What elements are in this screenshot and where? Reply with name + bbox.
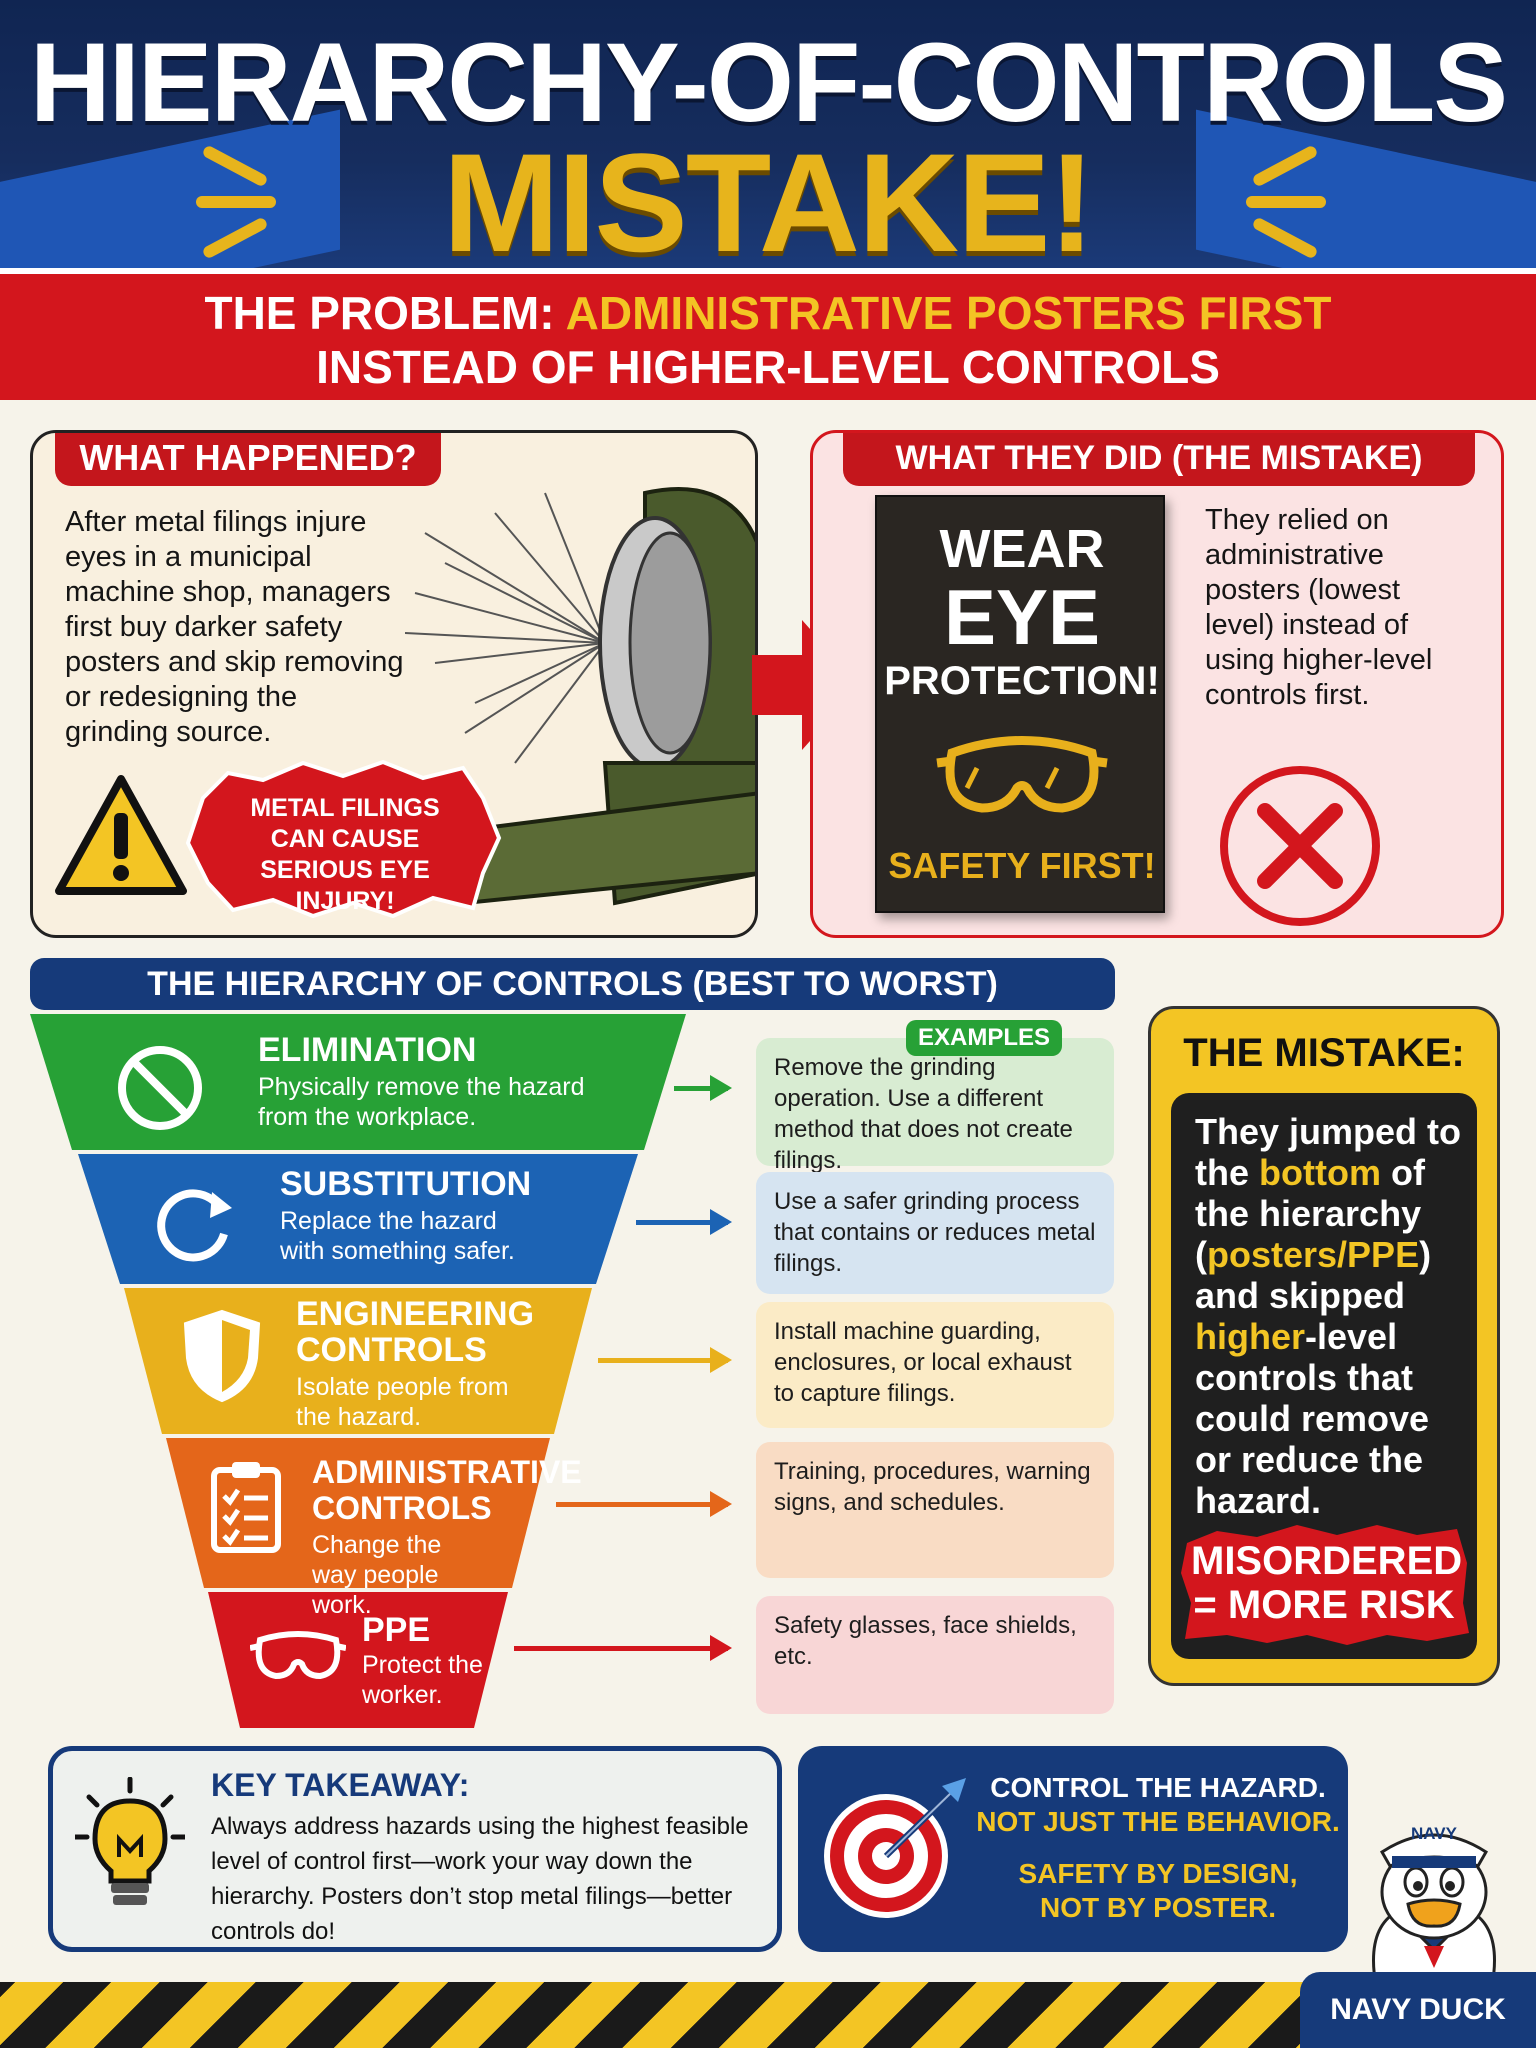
- safety-by-design-panel: CONTROL THE HAZARD. NOT JUST THE BEHAVIO…: [798, 1746, 1348, 1952]
- tier-name: ENGINEERING CONTROLS: [296, 1295, 535, 1369]
- goggles-icon: [936, 736, 1108, 813]
- arrow-engineering: [598, 1347, 732, 1373]
- goggles-icon: [250, 1631, 346, 1680]
- burst-line: [1246, 196, 1326, 208]
- tier-elimination-band: [30, 1014, 686, 1150]
- bench-grinder-icon: [405, 487, 755, 906]
- navy-duck-mascot: [1372, 1833, 1496, 1988]
- what-happened-panel: WHAT HAPPENED? After metal filings injur…: [30, 430, 758, 938]
- example-ppe: Safety glasses, face shields, etc.: [756, 1596, 1114, 1714]
- what-they-did-panel: WHAT THEY DID (THE MISTAKE) WEAR EYE PRO…: [810, 430, 1504, 938]
- mistake-highlight: higher: [1195, 1316, 1306, 1357]
- problem-prefix: THE PROBLEM:: [204, 287, 555, 339]
- what-they-did-body: They relied on administrative posters (l…: [1205, 504, 1433, 711]
- tier-desc: Protect the worker.: [362, 1651, 483, 1709]
- design-line2: NOT JUST THE BEHAVIOR.: [976, 1806, 1340, 1837]
- mistake-highlight: posters/PPE: [1207, 1234, 1420, 1275]
- tier-desc: Physically remove the hazard from the wo…: [258, 1073, 585, 1131]
- tier-desc: Change the way people work.: [312, 1531, 442, 1619]
- example-elimination: Remove the grinding operation. Use a dif…: [756, 1038, 1114, 1174]
- problem-line2: INSTEAD OF HIGHER-LEVEL CONTROLS: [316, 341, 1220, 393]
- lightbulb-icon: [75, 1777, 185, 1905]
- mistake-text: of the hierarchy (: [1195, 1152, 1425, 1275]
- mistake-card-inner: They jumped to the bottom of the hierarc…: [1171, 1093, 1477, 1659]
- red-x-icon: [1220, 766, 1380, 926]
- arrow-elimination: [674, 1075, 732, 1101]
- tier-desc: Replace the hazard with something safer.: [280, 1207, 515, 1265]
- tier-ppe-band: [208, 1592, 508, 1728]
- misordered-burst-shape: [1181, 1525, 1469, 1645]
- tier-name: ADMINISTRATIVE CONTROLS: [312, 1454, 582, 1526]
- header-banner: HIERARCHY-OF-CONTROLS MISTAKE!: [0, 0, 1536, 268]
- tier-substitution: SUBSTITUTION Replace the hazard with som…: [280, 1166, 580, 1266]
- warning-burst-shape: [185, 759, 502, 918]
- what-happened-body: After metal filings injure eyes in a mun…: [65, 506, 404, 748]
- mistake-card-title: THE MISTAKE:: [1183, 1031, 1465, 1075]
- hierarchy-title: THE HIERARCHY OF CONTROLS (BEST TO WORST…: [30, 958, 1115, 1010]
- warning-burst-text: METAL FILINGS CAN CAUSE SERIOUS EYE INJU…: [250, 794, 440, 915]
- mistake-highlight: bottom: [1259, 1152, 1381, 1193]
- design-line1: CONTROL THE HAZARD.: [990, 1772, 1326, 1803]
- mistake-text: They jumped to the: [1195, 1111, 1462, 1193]
- mascot-cap-text: NAVY: [1411, 1824, 1457, 1843]
- poster-line1: WEAR: [939, 519, 1105, 579]
- swap-cycle-icon: [157, 1189, 232, 1262]
- target-arrow-icon: [824, 1778, 966, 1918]
- design-line4: NOT BY POSTER.: [1040, 1892, 1276, 1923]
- poster-line3: PROTECTION!: [884, 659, 1160, 703]
- page-subtitle: MISTAKE!: [442, 124, 1095, 268]
- tier-ppe: PPE Protect the worker.: [362, 1612, 502, 1710]
- tier-desc: Isolate people from the hazard.: [296, 1373, 509, 1431]
- tier-name: ELIMINATION: [258, 1031, 477, 1069]
- design-line3: SAFETY BY DESIGN,: [1018, 1858, 1298, 1889]
- shield-icon: [183, 1309, 261, 1403]
- clipboard-checklist-icon: [211, 1462, 281, 1553]
- burst-line: [196, 196, 276, 208]
- key-takeaway-panel: KEY TAKEAWAY: Always address hazards usi…: [48, 1746, 782, 1952]
- mistake-card: THE MISTAKE: They jumped to the bottom o…: [1148, 1006, 1500, 1686]
- problem-highlight: ADMINISTRATIVE POSTERS FIRST: [565, 287, 1332, 339]
- no-sign-icon: [118, 1046, 202, 1130]
- arrow-right-icon: [752, 620, 860, 750]
- tier-administrative: ADMINISTRATIVE CONTROLS Change the way p…: [312, 1454, 582, 1620]
- page-title: HIERARCHY-OF-CONTROLS: [29, 20, 1508, 145]
- problem-banner: THE PROBLEM: ADMINISTRATIVE POSTERS FIRS…: [0, 268, 1536, 400]
- tier-name: PPE: [362, 1611, 431, 1649]
- what-happened-title: WHAT HAPPENED?: [55, 433, 441, 486]
- mistake-card-body: They jumped to the bottom of the hierarc…: [1195, 1111, 1463, 1521]
- warning-triangle-icon: [55, 775, 187, 895]
- tier-engineering: ENGINEERING CONTROLS Isolate people from…: [296, 1296, 536, 1432]
- tier-elimination: ELIMINATION Physically remove the hazard…: [258, 1032, 598, 1132]
- mistake-text: -level controls that could remove or red…: [1195, 1316, 1430, 1521]
- what-they-did-title: WHAT THEY DID (THE MISTAKE): [843, 433, 1475, 486]
- takeaway-title: KEY TAKEAWAY:: [211, 1767, 470, 1803]
- examples-label: EXAMPLES: [906, 1020, 1062, 1056]
- arrow-substitution: [636, 1209, 732, 1235]
- takeaway-body: Always address hazards using the highest…: [211, 1813, 749, 1945]
- poster-footer: SAFETY FIRST!: [888, 845, 1156, 886]
- example-administrative: Training, procedures, warning signs, and…: [756, 1442, 1114, 1578]
- tier-name: SUBSTITUTION: [280, 1165, 532, 1203]
- arrow-administrative: [556, 1491, 732, 1517]
- hazard-stripe-footer: [0, 1982, 1536, 2048]
- misordered-badge: MISORDERED = MORE RISK: [1191, 1539, 1463, 1627]
- arrow-ppe: [514, 1635, 732, 1661]
- navy-duck-badge: NAVY DUCK: [1300, 1972, 1536, 2048]
- mistake-text: ) and skipped: [1195, 1234, 1432, 1316]
- poster-line2: EYE: [943, 573, 1101, 661]
- eye-protection-poster: WEAR EYE PROTECTION! SAFETY FIRST!: [875, 495, 1165, 913]
- example-substitution: Use a safer grinding process that contai…: [756, 1172, 1114, 1294]
- example-engineering: Install machine guarding, enclosures, or…: [756, 1302, 1114, 1428]
